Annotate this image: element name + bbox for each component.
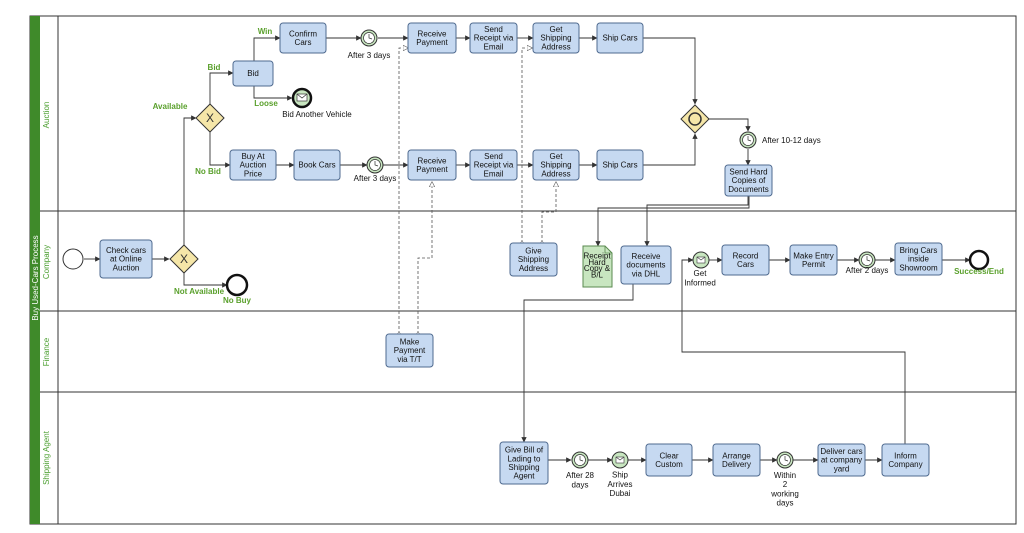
- lane-title-finance: Finance: [42, 337, 51, 366]
- timer-icon: [858, 251, 876, 269]
- label-loose: Loose: [254, 99, 278, 108]
- label-not-available: Not Available: [174, 287, 225, 296]
- label-no-buy: No Buy: [223, 296, 252, 305]
- label-win: Win: [258, 27, 273, 36]
- label-after-3-days-top: After 3 days: [348, 51, 391, 60]
- svg-text:X: X: [206, 111, 214, 125]
- task-bid: Bid: [232, 60, 274, 87]
- task-label: Book Cars: [298, 161, 335, 170]
- lane-title-company: Company: [42, 245, 51, 279]
- timer-icon: [776, 451, 794, 469]
- gateway-available: X: [169, 244, 199, 274]
- task-ship-cars-1: Ship Cars: [596, 22, 644, 54]
- sequence-flows: [84, 35, 971, 463]
- timer-icon: [571, 451, 589, 469]
- message-flows: [399, 48, 556, 334]
- gateway-bid: X: [195, 103, 225, 133]
- end-event-success: [968, 249, 990, 271]
- envelope-icon: [611, 451, 629, 469]
- envelope-icon: [692, 251, 710, 269]
- svg-text:X: X: [180, 252, 188, 266]
- task-book-cars: Book Cars: [293, 149, 341, 181]
- label-bid: Bid: [208, 63, 221, 72]
- task-label: Bid: [247, 69, 259, 78]
- label-success: Success/End: [954, 267, 1004, 276]
- envelope-icon: [291, 87, 313, 109]
- lane-title-shipping: Shipping Agent: [42, 430, 51, 485]
- task-label: Ship Cars: [602, 161, 637, 170]
- label-after-2-days: After 2 days: [846, 266, 889, 275]
- label-after-3-days-bottom: After 3 days: [354, 174, 397, 183]
- timer-icon: [739, 131, 757, 149]
- pool-title: Buy Used-Cars Process: [31, 235, 40, 320]
- label-after-10-12-days: After 10-12 days: [762, 136, 821, 145]
- end-event-no-buy: [225, 273, 249, 297]
- task-ship-cars-2: Ship Cars: [596, 149, 644, 181]
- label-no-bid: No Bid: [195, 167, 221, 176]
- timer-icon: [360, 29, 378, 47]
- timer-icon: [366, 156, 384, 174]
- task-label: Ship Cars: [602, 34, 637, 43]
- pool-header: [30, 16, 40, 524]
- lane-title-auction: Auction: [42, 102, 51, 129]
- label-bid-another: Bid Another Vehicle: [282, 110, 352, 119]
- gateway-merge: [680, 104, 710, 134]
- label-available: Available: [153, 102, 188, 111]
- start-event: [62, 248, 84, 270]
